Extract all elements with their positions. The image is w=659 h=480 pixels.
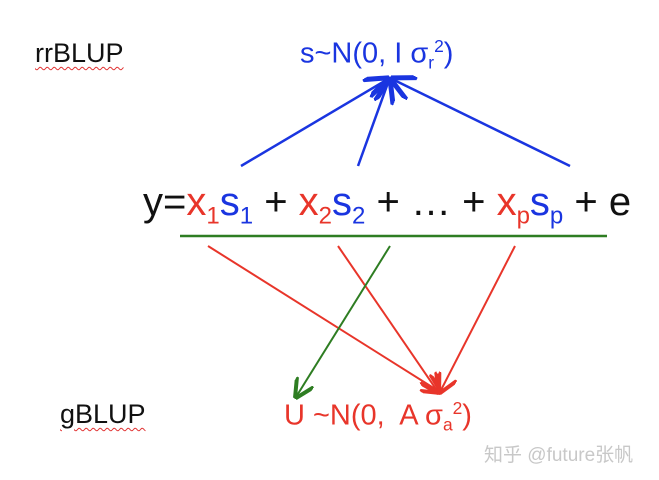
prior-s-sup: 2 [434,36,444,56]
prior-u-text: U ~N(0, A σ [284,399,443,432]
eq-sp-sub: p [549,202,564,230]
eq-x1: x [186,180,207,224]
eq-s1-sub: 1 [239,202,254,230]
blue-arrow-2 [356,80,389,167]
eq-op3: + e [563,180,632,224]
eq-op2: + … + [365,180,497,224]
prior-u-close: ) [462,399,472,432]
eq-y: y= [143,180,187,224]
eq-sp: s [529,180,550,224]
eq-s2: s [332,180,353,224]
eq-xp: x [496,180,517,224]
gblup-label: gBLUP [60,399,146,429]
prior-s-sub: r [428,52,435,73]
rrblup-label: rrBLUP [35,38,124,68]
red-arrow-1 [207,245,440,392]
prior-s: s~N(0, I σr2) [300,36,453,74]
prior-u-sub: a [442,414,453,435]
blue-arrow-3 [392,79,571,168]
watermark: 知乎 @future张帆 [484,445,634,466]
red-arrow-2 [337,245,438,392]
eq-s2-sub: 2 [352,202,366,230]
eq-x2: x [298,180,319,224]
red-arrow-3 [440,245,516,392]
green-arrow [296,245,391,397]
eq-s1: s [219,180,240,224]
eq-xp-sub: p [516,202,530,230]
eq-x1-sub: 1 [206,202,220,230]
eq-x2-sub: 2 [318,202,333,230]
prior-u: U ~N(0, A σa2) [284,398,472,436]
prior-u-sup: 2 [452,398,463,418]
prior-s-close: ) [443,37,454,70]
eq-op1: + [253,180,299,224]
prior-s-text: s~N(0, I σ [300,37,429,70]
blue-arrow-1 [240,79,388,168]
model-equation: y=x1s1 + x2s2 + … + xpsp + e [143,180,631,230]
